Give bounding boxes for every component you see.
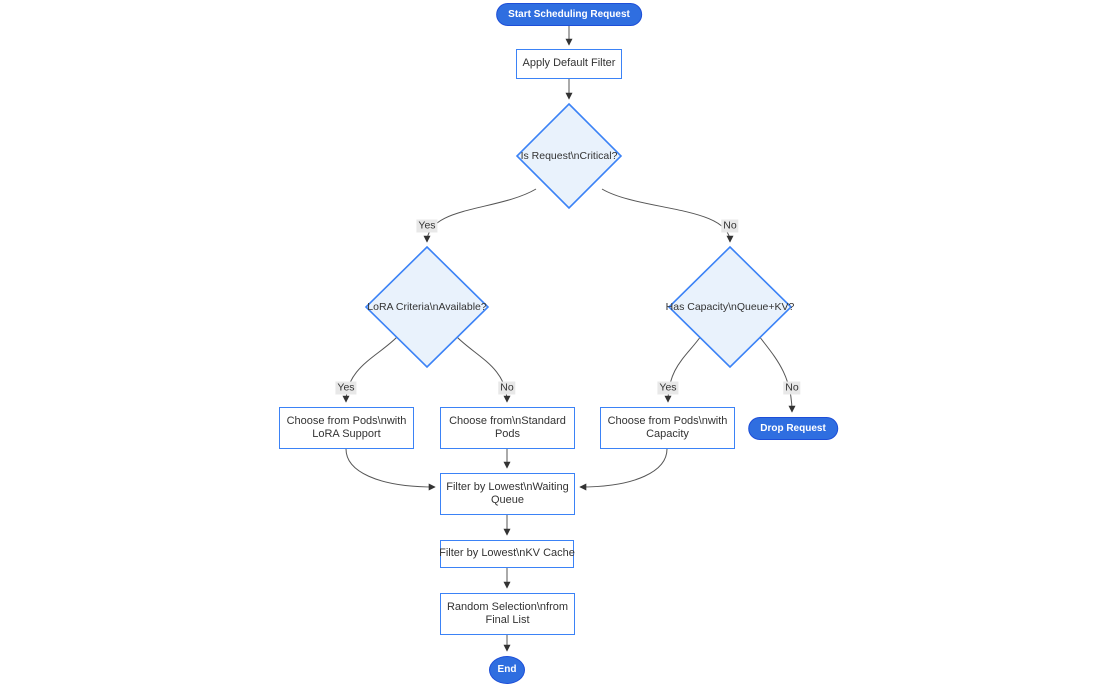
node-label: Final List — [485, 614, 530, 626]
node-label: Has Capacity\nQueue+KV? — [665, 301, 795, 313]
node-label: Random Selection\nfrom — [446, 600, 569, 613]
node-start: Start Scheduling Request — [496, 3, 642, 26]
node-filter-waiting-queue: Filter by Lowest\nWaiting Queue — [440, 473, 575, 515]
edge-choose-lora-to-filter-queue — [345, 448, 436, 491]
decision-shape-is-critical — [515, 102, 623, 210]
node-label: Start Scheduling Request — [508, 8, 630, 20]
node-drop-request: Drop Request — [748, 417, 838, 440]
node-label: LoRA Support — [312, 428, 381, 440]
edge-label-capacity-no: No — [783, 381, 801, 395]
node-label: Drop Request — [760, 422, 826, 434]
edge-choose-capacity-to-filter-queue — [579, 448, 668, 491]
node-label: Choose from Pods\nwith — [286, 414, 407, 427]
node-lora-criteria: LoRA Criteria\nAvailable? — [366, 247, 488, 367]
node-label: End — [497, 664, 517, 676]
node-filter-kv-cache: Filter by Lowest\nKV Cache — [439, 540, 575, 568]
node-has-capacity: Has Capacity\nQueue+KV? — [666, 247, 795, 367]
node-label: Pods — [494, 428, 521, 440]
node-choose-capacity-pods: Choose from Pods\nwith Capacity — [600, 407, 735, 449]
node-label: Queue — [490, 494, 525, 506]
node-label: Filter by Lowest\nWaiting — [446, 480, 569, 493]
edge-label-lora-yes: Yes — [335, 381, 357, 395]
decision-shape-has-capacity — [667, 245, 793, 369]
edge-label-critical-yes: Yes — [416, 219, 438, 233]
node-label: Is Request\nCritical? — [520, 150, 618, 162]
node-end: End — [489, 656, 525, 684]
node-label: Apply Default Filter — [522, 57, 616, 70]
edge-label-capacity-yes: Yes — [657, 381, 679, 395]
edge-label-critical-no: No — [721, 219, 739, 233]
node-apply-default-filter: Apply Default Filter — [516, 49, 622, 79]
node-label: Capacity — [646, 428, 689, 440]
decision-shape-lora-criteria — [364, 245, 490, 369]
node-is-request-critical: Is Request\nCritical? — [517, 104, 621, 208]
node-label: LoRA Criteria\nAvailable? — [367, 301, 487, 313]
node-label: Choose from\nStandard — [449, 414, 566, 427]
edge-capacity-no-to-drop — [758, 335, 796, 413]
node-label: Filter by Lowest\nKV Cache — [439, 547, 575, 560]
node-random-selection: Random Selection\nfrom Final List — [440, 593, 575, 635]
node-label: Choose from Pods\nwith — [607, 414, 728, 427]
node-choose-lora-pods: Choose from Pods\nwith LoRA Support — [279, 407, 414, 449]
node-choose-standard-pods: Choose from\nStandard Pods — [440, 407, 575, 449]
edge-label-lora-no: No — [498, 381, 516, 395]
edge-critical-no-to-capacity — [601, 188, 734, 243]
